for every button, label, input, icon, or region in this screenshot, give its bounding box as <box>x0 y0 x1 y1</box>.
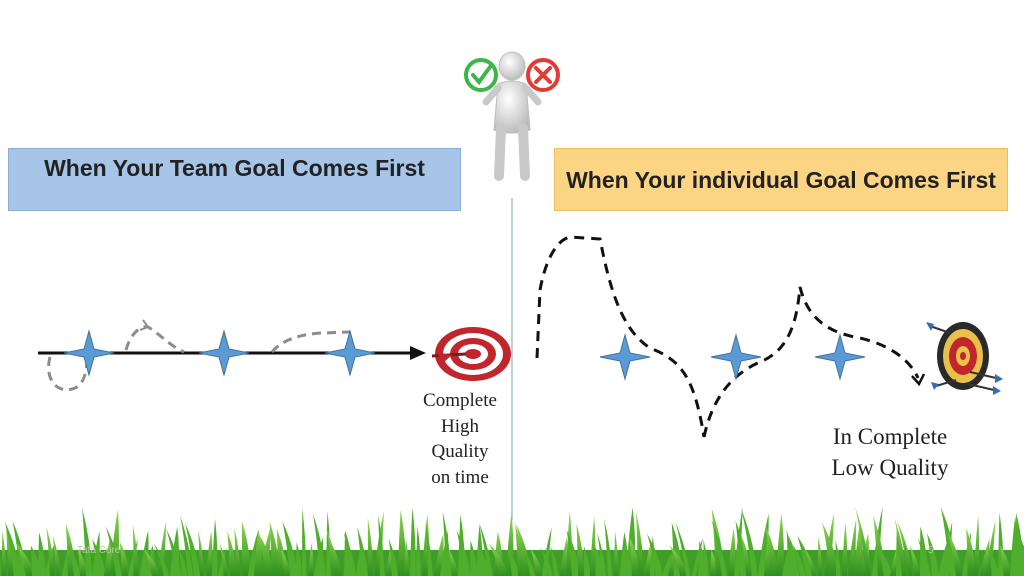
caption-line: Low Quality <box>831 455 949 480</box>
team-outcome-caption: Complete High Quality on time <box>405 388 515 490</box>
team-goal-title: When Your Team Goal Comes First <box>44 155 425 181</box>
caption-line: In Complete <box>832 424 948 449</box>
page-number: 5 <box>928 545 934 556</box>
check-icon <box>464 58 498 92</box>
left-stars <box>63 329 376 377</box>
dartboard-icon <box>431 327 511 381</box>
cross-icon <box>526 58 560 92</box>
caption-line: Complete <box>423 390 497 411</box>
star-2 <box>198 329 250 377</box>
thinking-person-icon <box>482 51 542 181</box>
right-path <box>535 235 926 438</box>
caption-line: Quality <box>431 441 489 462</box>
star-1 <box>63 329 115 377</box>
individual-goal-header: When Your individual Goal Comes First <box>554 148 1008 211</box>
star-6 <box>814 333 866 381</box>
individual-goal-title: When Your individual Goal Comes First <box>566 166 996 193</box>
star-3 <box>324 329 376 377</box>
individual-outcome-caption: In Complete Low Quality <box>800 421 980 483</box>
caption-line: High <box>441 415 479 437</box>
team-goal-header: When Your Team Goal Comes First <box>8 148 461 211</box>
right-stars <box>599 333 866 381</box>
missed-darts-dartboard-icon <box>926 322 1003 395</box>
caption-line: on time <box>431 466 489 488</box>
grass-border <box>0 506 1024 576</box>
footer-left-text: Tata Core <box>77 545 121 556</box>
star-4 <box>599 333 651 381</box>
star-5 <box>710 333 762 381</box>
